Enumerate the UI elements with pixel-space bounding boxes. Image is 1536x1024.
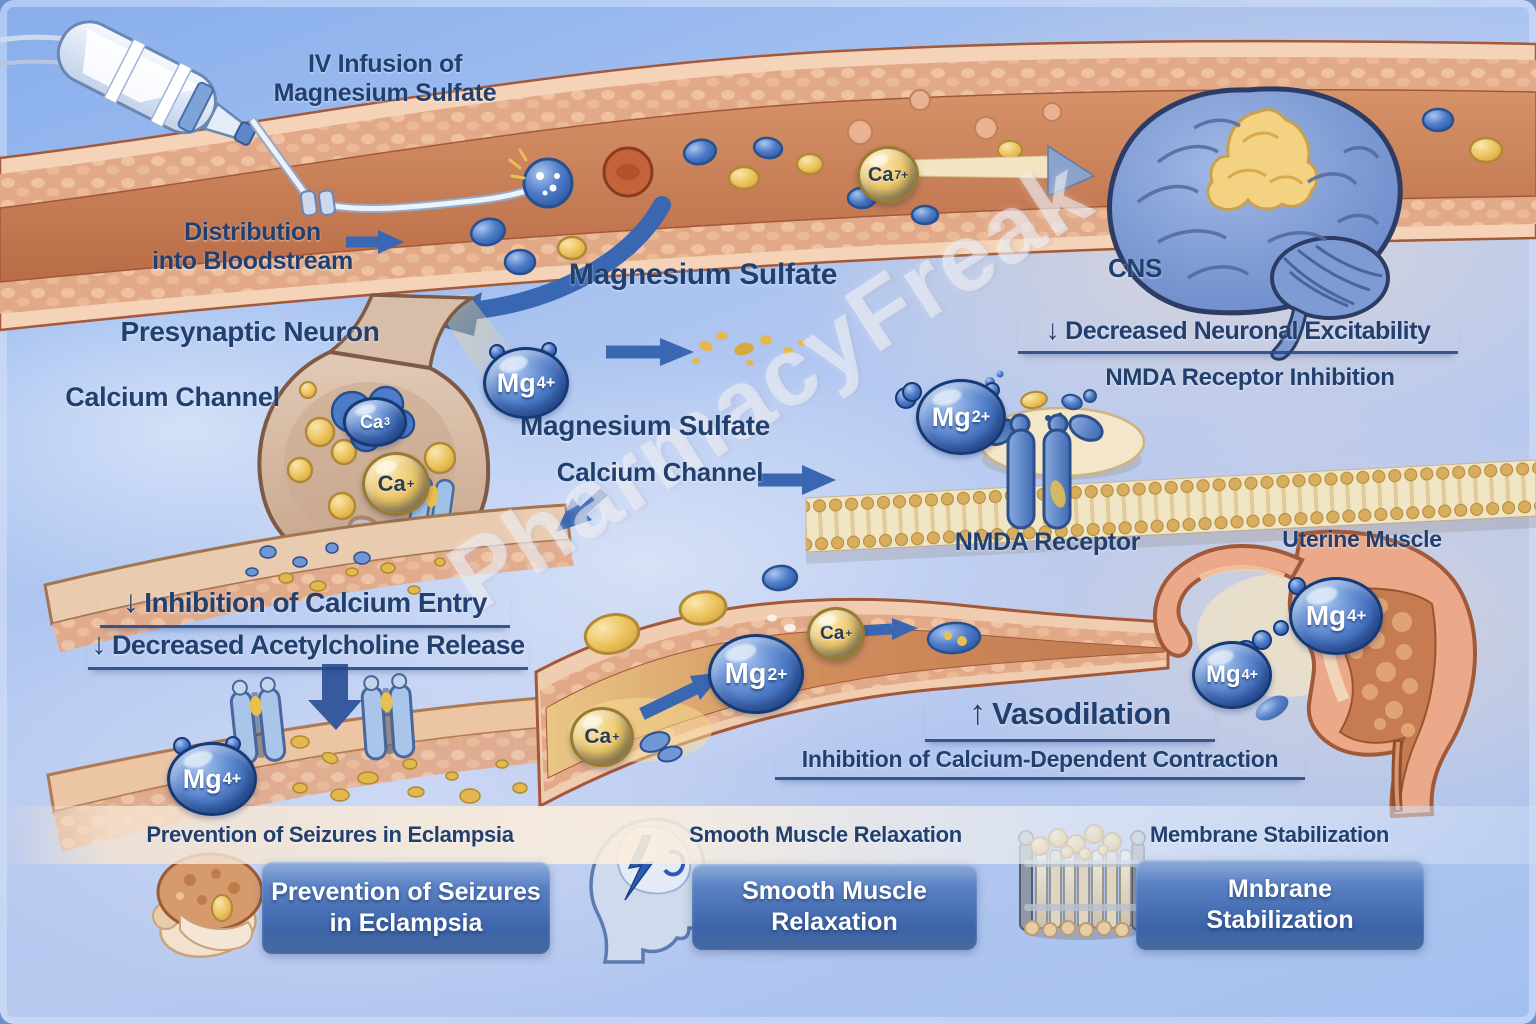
ion-base: Mg	[724, 657, 767, 690]
ion-base: Mg	[1205, 661, 1241, 688]
down-arrow-icon: ↓	[91, 628, 106, 661]
ion-base: Ca	[584, 725, 612, 748]
iv-drip-chamber	[0, 20, 574, 217]
footer-heading-eclampsia: Prevention of Seizures in Eclampsia	[146, 822, 514, 847]
banner-line1: Mnbrane	[1227, 874, 1333, 903]
magnesium-sulfate-main-label: Magnesium Sulfate	[568, 258, 838, 291]
nmda-inhibition-label: NMDA Receptor Inhibition	[1105, 364, 1395, 391]
ca-ion-badge-vessel-right: Ca+	[807, 607, 865, 661]
cns-label: CNS	[1108, 253, 1162, 283]
nmda-membrane	[556, 459, 1536, 564]
decreased-ach-label: ↓Decreased Acetylcholine Release	[88, 628, 528, 671]
banner-line2: Relaxation	[771, 908, 898, 936]
eclampsia-icon	[152, 852, 264, 958]
inhibition-calcium-entry-label: ↓Inhibition of Calcium Entry	[100, 584, 510, 628]
ca-ion-badge-synapse: Ca+	[362, 452, 430, 516]
banner-line2: in Eclampsia	[329, 909, 483, 937]
inhibition-contraction-label: Inhibition of Calcium-Dependent Contract…	[775, 746, 1305, 781]
footer-band	[0, 806, 1536, 864]
vasodilation-text: Vasodilation	[992, 696, 1172, 731]
decreased-ach-text: Decreased Acetylcholine Release	[111, 630, 525, 660]
footer-heading-membrane: Membrane Stabilization	[1149, 822, 1390, 847]
iv-infusion-label: IV Infusion of Magnesium Sulfate	[245, 50, 525, 107]
footer-heading-smooth-muscle: Smooth Muscle Relaxation	[689, 822, 962, 847]
ion-base: Mg	[182, 763, 222, 794]
banner-line1: Smooth Muscle	[742, 876, 927, 905]
banner-line2: Stabilization	[1206, 906, 1354, 934]
ion-base: Ca	[377, 471, 406, 496]
iv-infusion-line2: Magnesium Sulfate	[273, 78, 497, 107]
distribution-label-arrow	[346, 230, 404, 254]
down-arrow-icon: ↓	[1045, 314, 1060, 345]
banner-line1: Prevention of Seizures	[271, 877, 541, 906]
banner-membrane: Mnbrane Stabilization	[1136, 860, 1424, 950]
blood-cells	[469, 89, 1504, 276]
ion-base: Ca	[867, 163, 894, 186]
calcium-channel-left-label: Calcium Channel	[65, 382, 280, 412]
acetylcholine-release-arrow	[606, 332, 806, 366]
distribution-line1: Distribution	[184, 218, 321, 246]
ion-base: Ca	[820, 623, 845, 644]
vasodilation-label: ↑Vasodilation	[925, 694, 1215, 742]
inhibition-calcium-entry-text: Inhibition of Calcium Entry	[144, 587, 487, 618]
ion-base: Mg	[931, 401, 971, 432]
uterine-muscle-label: Uterine Muscle	[1282, 526, 1442, 552]
calcium-to-brain-arrow	[911, 144, 1096, 198]
banner-eclampsia: Prevention of Seizures in Eclampsia	[262, 862, 550, 954]
down-arrow-icon: ↓	[123, 584, 139, 619]
distribution-line2: into Bloodstream	[152, 246, 353, 275]
ion-base: Ca	[359, 411, 383, 432]
distribution-label: Distribution into Bloodstream	[140, 218, 365, 275]
iv-infusion-line1: IV Infusion of	[307, 50, 463, 78]
decreased-excitability-text: Decreased Neuronal Excitability	[1065, 317, 1431, 345]
nmda-receptor-protein	[895, 370, 1146, 530]
nmda-receptor-label: NMDA Receptor	[954, 528, 1141, 556]
calcium-channel-mid-label: Calcium Channel	[556, 457, 764, 487]
decreased-excitability-label: ↓Decreased Neuronal Excitability	[1018, 314, 1458, 354]
ion-base: Mg	[496, 367, 536, 398]
banner-smooth-muscle: Smooth Muscle Relaxation	[692, 864, 977, 950]
magnesium-sulfate-mid-label: Magnesium Sulfate	[519, 410, 771, 441]
presynaptic-neuron-label: Presynaptic Neuron	[120, 316, 380, 347]
up-arrow-icon: ↑	[968, 694, 987, 732]
postsynaptic-membrane	[43, 503, 574, 652]
ca-ion-badge-vessel-left: Ca+	[570, 707, 634, 767]
brain	[1107, 86, 1403, 361]
ion-base: Mg	[1305, 600, 1347, 631]
